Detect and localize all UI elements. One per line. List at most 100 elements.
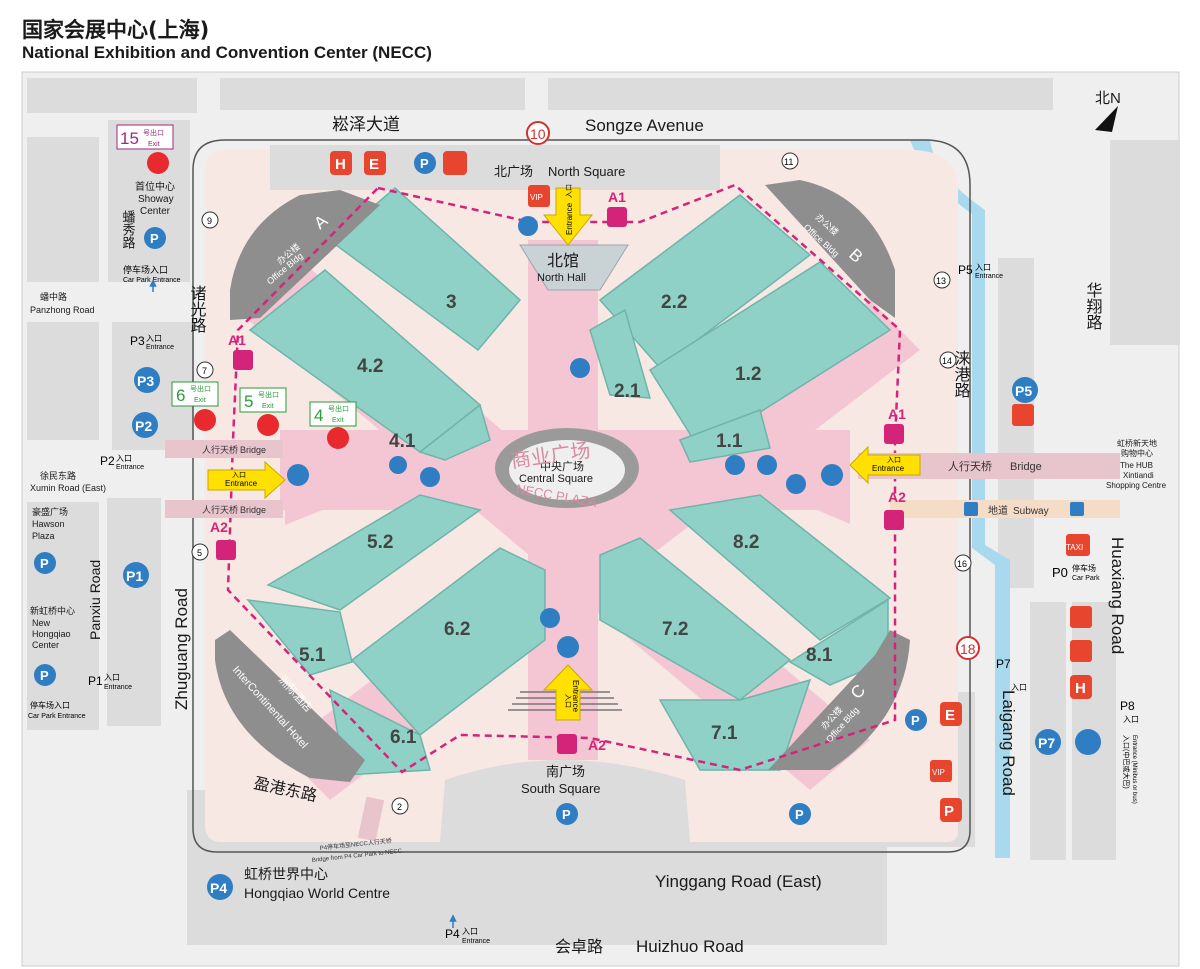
hall-label: 4.2 bbox=[357, 356, 383, 377]
north-entrance-cn: 入口 bbox=[565, 184, 573, 198]
metro-exit-15-cn: 号出口 bbox=[143, 128, 164, 137]
hospital-icon-label: H bbox=[1075, 680, 1086, 697]
p2-entrance-label: P2 bbox=[100, 454, 115, 468]
parking-p1 bbox=[123, 562, 149, 588]
west-entrance-en: Entrance bbox=[225, 479, 258, 488]
canal bbox=[910, 140, 1010, 858]
road-xumin-cn: 徐民东路 bbox=[40, 470, 76, 481]
office-c-shape bbox=[768, 630, 910, 770]
a2-pickup-icon bbox=[884, 510, 904, 530]
gate-14: 14 bbox=[942, 356, 952, 366]
central-square-en: Central Square bbox=[519, 473, 593, 485]
hospital-icon-label: H bbox=[335, 156, 346, 173]
gate-16: 16 bbox=[957, 559, 967, 569]
road-songze-en: Songze Avenue bbox=[585, 116, 704, 135]
p4-entrance-en: Entrance bbox=[462, 938, 490, 945]
parking-p4 bbox=[207, 874, 233, 900]
hqworld-en: Hongqiao World Centre bbox=[244, 885, 390, 901]
p1-entrance-label: P1 bbox=[88, 674, 103, 688]
metro-exit-5-cn: 号出口 bbox=[258, 390, 279, 399]
gate-5: 5 bbox=[197, 548, 202, 558]
metro-exit-4-cn: 号出口 bbox=[328, 404, 349, 413]
north-entrance-en: Entrance bbox=[565, 202, 574, 235]
a1-pickup-icon bbox=[233, 350, 253, 370]
road-songze-cn: 崧泽大道 bbox=[332, 115, 400, 134]
office-b-shape bbox=[765, 180, 895, 318]
showay-cn: 首位中心 bbox=[135, 180, 175, 193]
hub-cn2: 购物中心 bbox=[1121, 448, 1153, 458]
luggage-icon bbox=[420, 467, 440, 487]
p5-entrance-cn: 入口 bbox=[975, 263, 991, 272]
gate-7: 7 bbox=[202, 366, 207, 376]
parking-p2-label: P2 bbox=[135, 418, 152, 434]
metro-exit-5-number: 5 bbox=[244, 392, 253, 411]
luggage-icon bbox=[964, 502, 978, 516]
parking-icon-label: P bbox=[420, 156, 429, 171]
bridge-west-upper bbox=[165, 440, 283, 458]
west-entrance-cn: 入口 bbox=[232, 471, 246, 479]
p2-entrance-cn: 入口 bbox=[116, 454, 132, 463]
road-laigang-en: Laigang Road bbox=[999, 690, 1018, 796]
p5-entrance-label: P5 bbox=[958, 263, 973, 277]
entrance-arrows bbox=[207, 187, 921, 721]
a1-pickup-icon bbox=[607, 207, 627, 227]
metro-blue-icon bbox=[389, 456, 407, 474]
parking-p2 bbox=[132, 412, 158, 438]
p3-entrance-label: P3 bbox=[130, 334, 145, 348]
hall-label: 4.1 bbox=[389, 431, 416, 452]
a2-label: A2 bbox=[210, 519, 228, 535]
a2-label: A2 bbox=[588, 737, 606, 753]
people-icon bbox=[1070, 606, 1092, 628]
north-hall-cn: 北馆 bbox=[547, 252, 579, 270]
road-huizhuo-cn: 会卓路 bbox=[555, 938, 603, 956]
a2-label: A2 bbox=[888, 489, 906, 505]
metro-exits[interactable]: 15 号出口 Exit 6 号出口 Exit 5 号出口 Exit 4 号出口 … bbox=[116, 124, 357, 449]
car-icon bbox=[1070, 502, 1084, 516]
south-square-block bbox=[440, 760, 690, 842]
parking-icon bbox=[556, 803, 578, 825]
newhq-cn: 新虹桥中心 bbox=[30, 605, 75, 616]
parking-p4-label: P4 bbox=[210, 880, 227, 896]
parking-p7-label: P7 bbox=[1038, 735, 1055, 751]
hall-label: 7.2 bbox=[662, 619, 688, 640]
gate-10: 10 bbox=[530, 126, 546, 142]
central-ring-inner bbox=[509, 440, 625, 500]
hall-label: 3 bbox=[446, 292, 457, 313]
hall-label: 6.2 bbox=[444, 619, 470, 640]
subway-label-en: Subway bbox=[1013, 506, 1049, 517]
hall-1-2-shape bbox=[648, 261, 892, 452]
east-entrance-en: Entrance bbox=[872, 464, 905, 473]
vip-icon bbox=[930, 760, 952, 782]
p3-entrance-en: Entrance bbox=[146, 344, 174, 351]
hall-5-1-shape bbox=[246, 599, 353, 676]
hq-carpark-en: Car Park Entrance bbox=[28, 713, 86, 720]
gate-11: 11 bbox=[784, 157, 793, 167]
vip-icon-label: VIP bbox=[932, 768, 945, 777]
road-panxiu-en: Panxiu Road bbox=[87, 560, 103, 640]
road-huizhuo-en: Huizhuo Road bbox=[636, 937, 744, 956]
a1-label: A1 bbox=[608, 189, 626, 205]
hawson-en2: Plaza bbox=[32, 531, 55, 541]
metro-exit-5-en: Exit bbox=[262, 403, 274, 410]
hall-1-1-shape bbox=[678, 409, 771, 463]
hall-label: 8.1 bbox=[806, 645, 833, 666]
p8-entrance-label: P8 bbox=[1120, 699, 1135, 713]
parking-icon-label: P bbox=[40, 556, 49, 571]
taxi-icon-label: TAXI bbox=[1066, 543, 1083, 552]
gate-2: 2 bbox=[397, 802, 402, 812]
gates[interactable]: 10 11 9 13 7 14 5 16 18 2 bbox=[191, 121, 980, 815]
hall-label: 5.2 bbox=[367, 532, 393, 553]
p2-entrance-en: Entrance bbox=[116, 464, 144, 471]
bridges bbox=[165, 440, 1120, 842]
road-huaxiang-cn: 华翔路 bbox=[1084, 282, 1103, 330]
metro-icon bbox=[327, 427, 349, 449]
parking-icon-label: P bbox=[150, 231, 159, 246]
metro-exit-4-number: 4 bbox=[314, 406, 323, 425]
north-hall-en: North Hall bbox=[537, 272, 586, 284]
gate-18: 18 bbox=[960, 641, 976, 657]
road-panzhong: 蟠中路 bbox=[40, 291, 67, 302]
north-entrance-arrow bbox=[542, 187, 594, 246]
metro-exit-6-cn: 号出口 bbox=[190, 384, 211, 393]
p7-entrance-label: P7 bbox=[996, 657, 1011, 671]
